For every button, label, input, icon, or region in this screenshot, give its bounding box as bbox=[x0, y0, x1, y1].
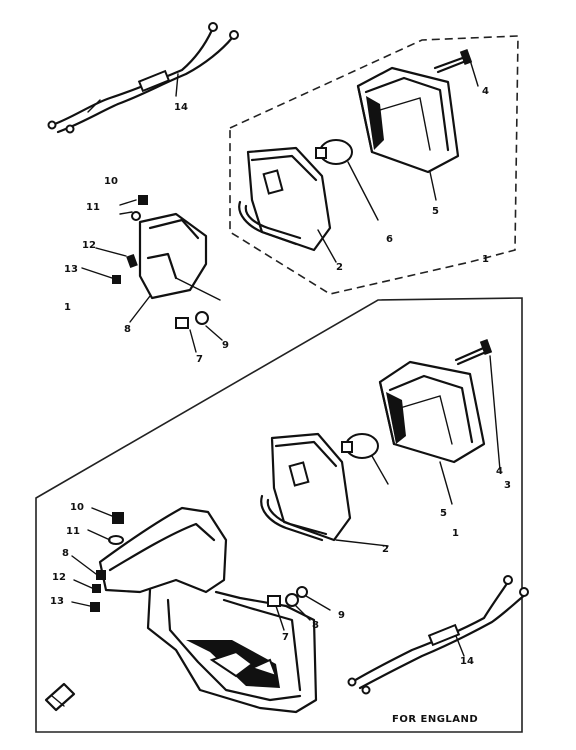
part-label-upper-8: 8 bbox=[124, 324, 131, 335]
part-label-lower-10: 10 bbox=[70, 502, 84, 513]
direction-arrow-icon bbox=[44, 682, 76, 712]
part-label-upper-10: 10 bbox=[104, 176, 118, 187]
upper-assembly: 14 4 5 6 1 2 10 11 12 13 8 7 9 1 bbox=[47, 22, 519, 365]
part-label-lower-8: 8 bbox=[62, 548, 69, 559]
part-label-upper-12: 12 bbox=[82, 240, 96, 251]
lens-upper bbox=[356, 66, 460, 201]
part-label-lower-12: 12 bbox=[52, 572, 66, 583]
part-label-upper-9: 9 bbox=[222, 340, 229, 351]
upper-assembly-frame bbox=[229, 35, 519, 295]
part-label-upper-11: 11 bbox=[86, 202, 100, 213]
wire-harness-lower bbox=[347, 575, 529, 695]
bulb-lower bbox=[341, 433, 389, 485]
part-label-lower-2: 2 bbox=[382, 544, 389, 555]
bracket-lower bbox=[71, 506, 331, 714]
part-label-lower-7: 7 bbox=[282, 632, 289, 643]
part-label-upper-4: 4 bbox=[482, 86, 489, 97]
part-label-lower-8b: 8 bbox=[312, 620, 319, 631]
part-label-lower-3: 3 bbox=[504, 480, 511, 491]
part-label-lower-4: 4 bbox=[496, 466, 503, 477]
part-label-lower-13: 13 bbox=[50, 596, 64, 607]
part-label-lower-5: 5 bbox=[440, 508, 447, 519]
part-label-lower-1: 1 bbox=[452, 528, 459, 539]
part-label-upper-2: 2 bbox=[336, 262, 343, 273]
caption-for-england: FOR ENGLAND bbox=[392, 714, 478, 725]
part-label-lower-9: 9 bbox=[338, 610, 345, 621]
part-label-lower-14: 14 bbox=[460, 656, 474, 667]
part-label-upper-7: 7 bbox=[196, 354, 203, 365]
lower-assembly: 4 3 5 1 2 10 11 8 12 13 7 8 9 14 FOR ENG… bbox=[35, 297, 529, 733]
screw-upper bbox=[433, 49, 479, 87]
part-label-upper-5: 5 bbox=[432, 206, 439, 217]
base-plate-upper bbox=[238, 146, 337, 263]
wire-harness-upper bbox=[47, 22, 239, 134]
bulb-upper bbox=[315, 139, 379, 221]
lower-assembly-frame bbox=[35, 297, 523, 733]
base-plate-lower bbox=[260, 432, 389, 547]
part-label-upper-13: 13 bbox=[64, 264, 78, 275]
part-label-upper-14: 14 bbox=[174, 102, 188, 113]
part-label-upper-6: 6 bbox=[386, 234, 393, 245]
lens-lower bbox=[378, 360, 486, 505]
screw-lower bbox=[454, 339, 501, 471]
bracket-upper bbox=[81, 195, 223, 353]
part-label-upper-1-small: 1 bbox=[64, 302, 71, 313]
part-label-lower-11: 11 bbox=[66, 526, 80, 537]
part-label-upper-1: 1 bbox=[482, 254, 489, 265]
